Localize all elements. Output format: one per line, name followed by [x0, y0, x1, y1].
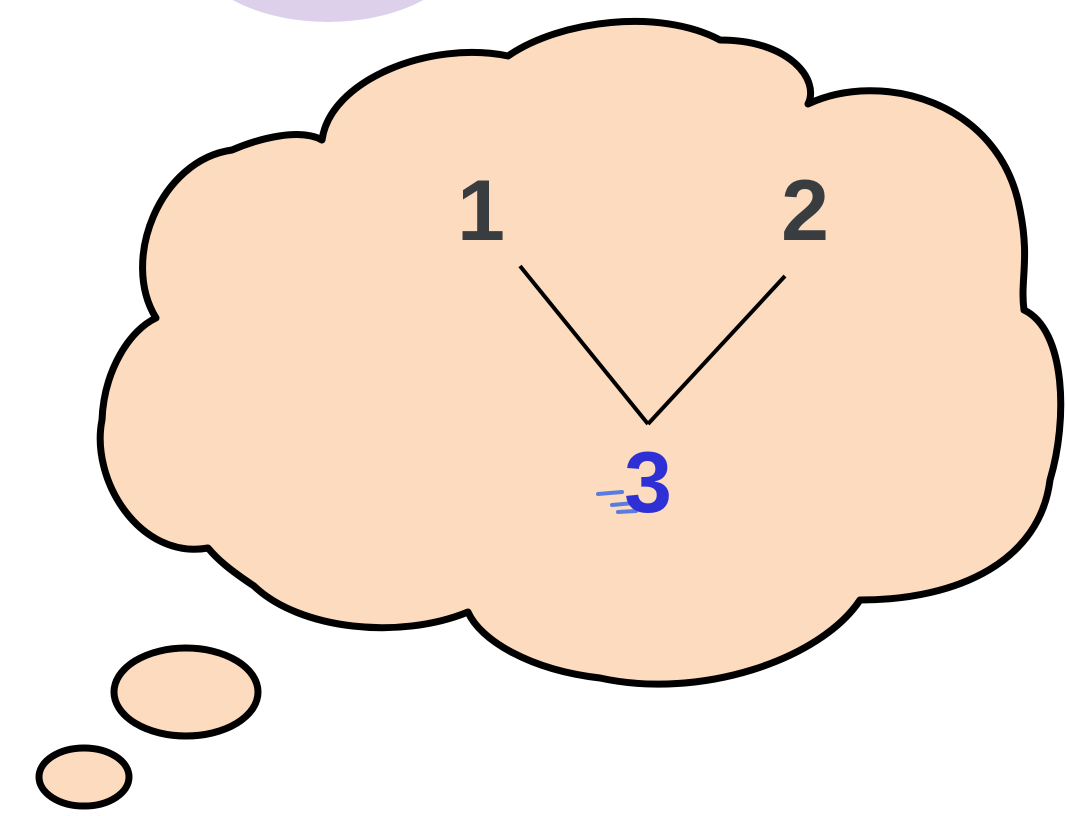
number-sum: 3 — [624, 435, 672, 531]
number-right: 2 — [781, 163, 829, 259]
purple-circle-partial — [188, 0, 468, 22]
number-left: 1 — [457, 163, 505, 259]
thought-bubble-small — [39, 748, 129, 806]
thought-cloud — [100, 21, 1061, 684]
thought-bubble-medium — [114, 648, 258, 736]
